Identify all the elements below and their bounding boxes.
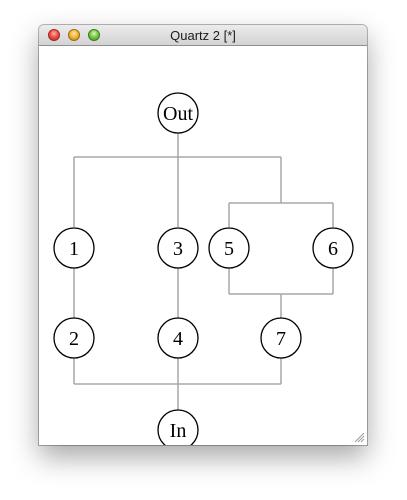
node-3-label: 3 [173,238,183,260]
node-6-label: 6 [328,238,338,260]
nodes: Out 1 3 5 6 2 [53,92,354,445]
node-in-label: In [170,420,187,442]
title-bar[interactable]: Quartz 2 [*] [39,25,367,46]
graph-canvas: Out 1 3 5 6 2 [53,92,354,445]
node-1[interactable]: 1 [53,227,95,269]
edges [73,133,334,410]
node-4-label: 4 [173,328,183,350]
node-6[interactable]: 6 [312,227,354,269]
window-title: Quartz 2 [*] [170,28,236,43]
node-5[interactable]: 5 [208,227,250,269]
minimize-button[interactable] [68,29,80,41]
node-1-label: 1 [69,238,79,260]
resize-grip-icon[interactable] [354,432,365,443]
node-7-label: 7 [276,328,286,350]
node-5-label: 5 [224,238,234,260]
node-2-label: 2 [69,328,79,350]
node-7[interactable]: 7 [260,317,302,359]
zoom-button[interactable] [88,29,100,41]
node-out-label: Out [163,103,193,125]
node-3[interactable]: 3 [157,227,199,269]
node-4[interactable]: 4 [157,317,199,359]
close-button[interactable] [48,29,60,41]
node-in[interactable]: In [157,409,199,445]
node-out[interactable]: Out [157,92,199,134]
node-2[interactable]: 2 [53,317,95,359]
app-window: Quartz 2 [*] Out [39,25,367,445]
